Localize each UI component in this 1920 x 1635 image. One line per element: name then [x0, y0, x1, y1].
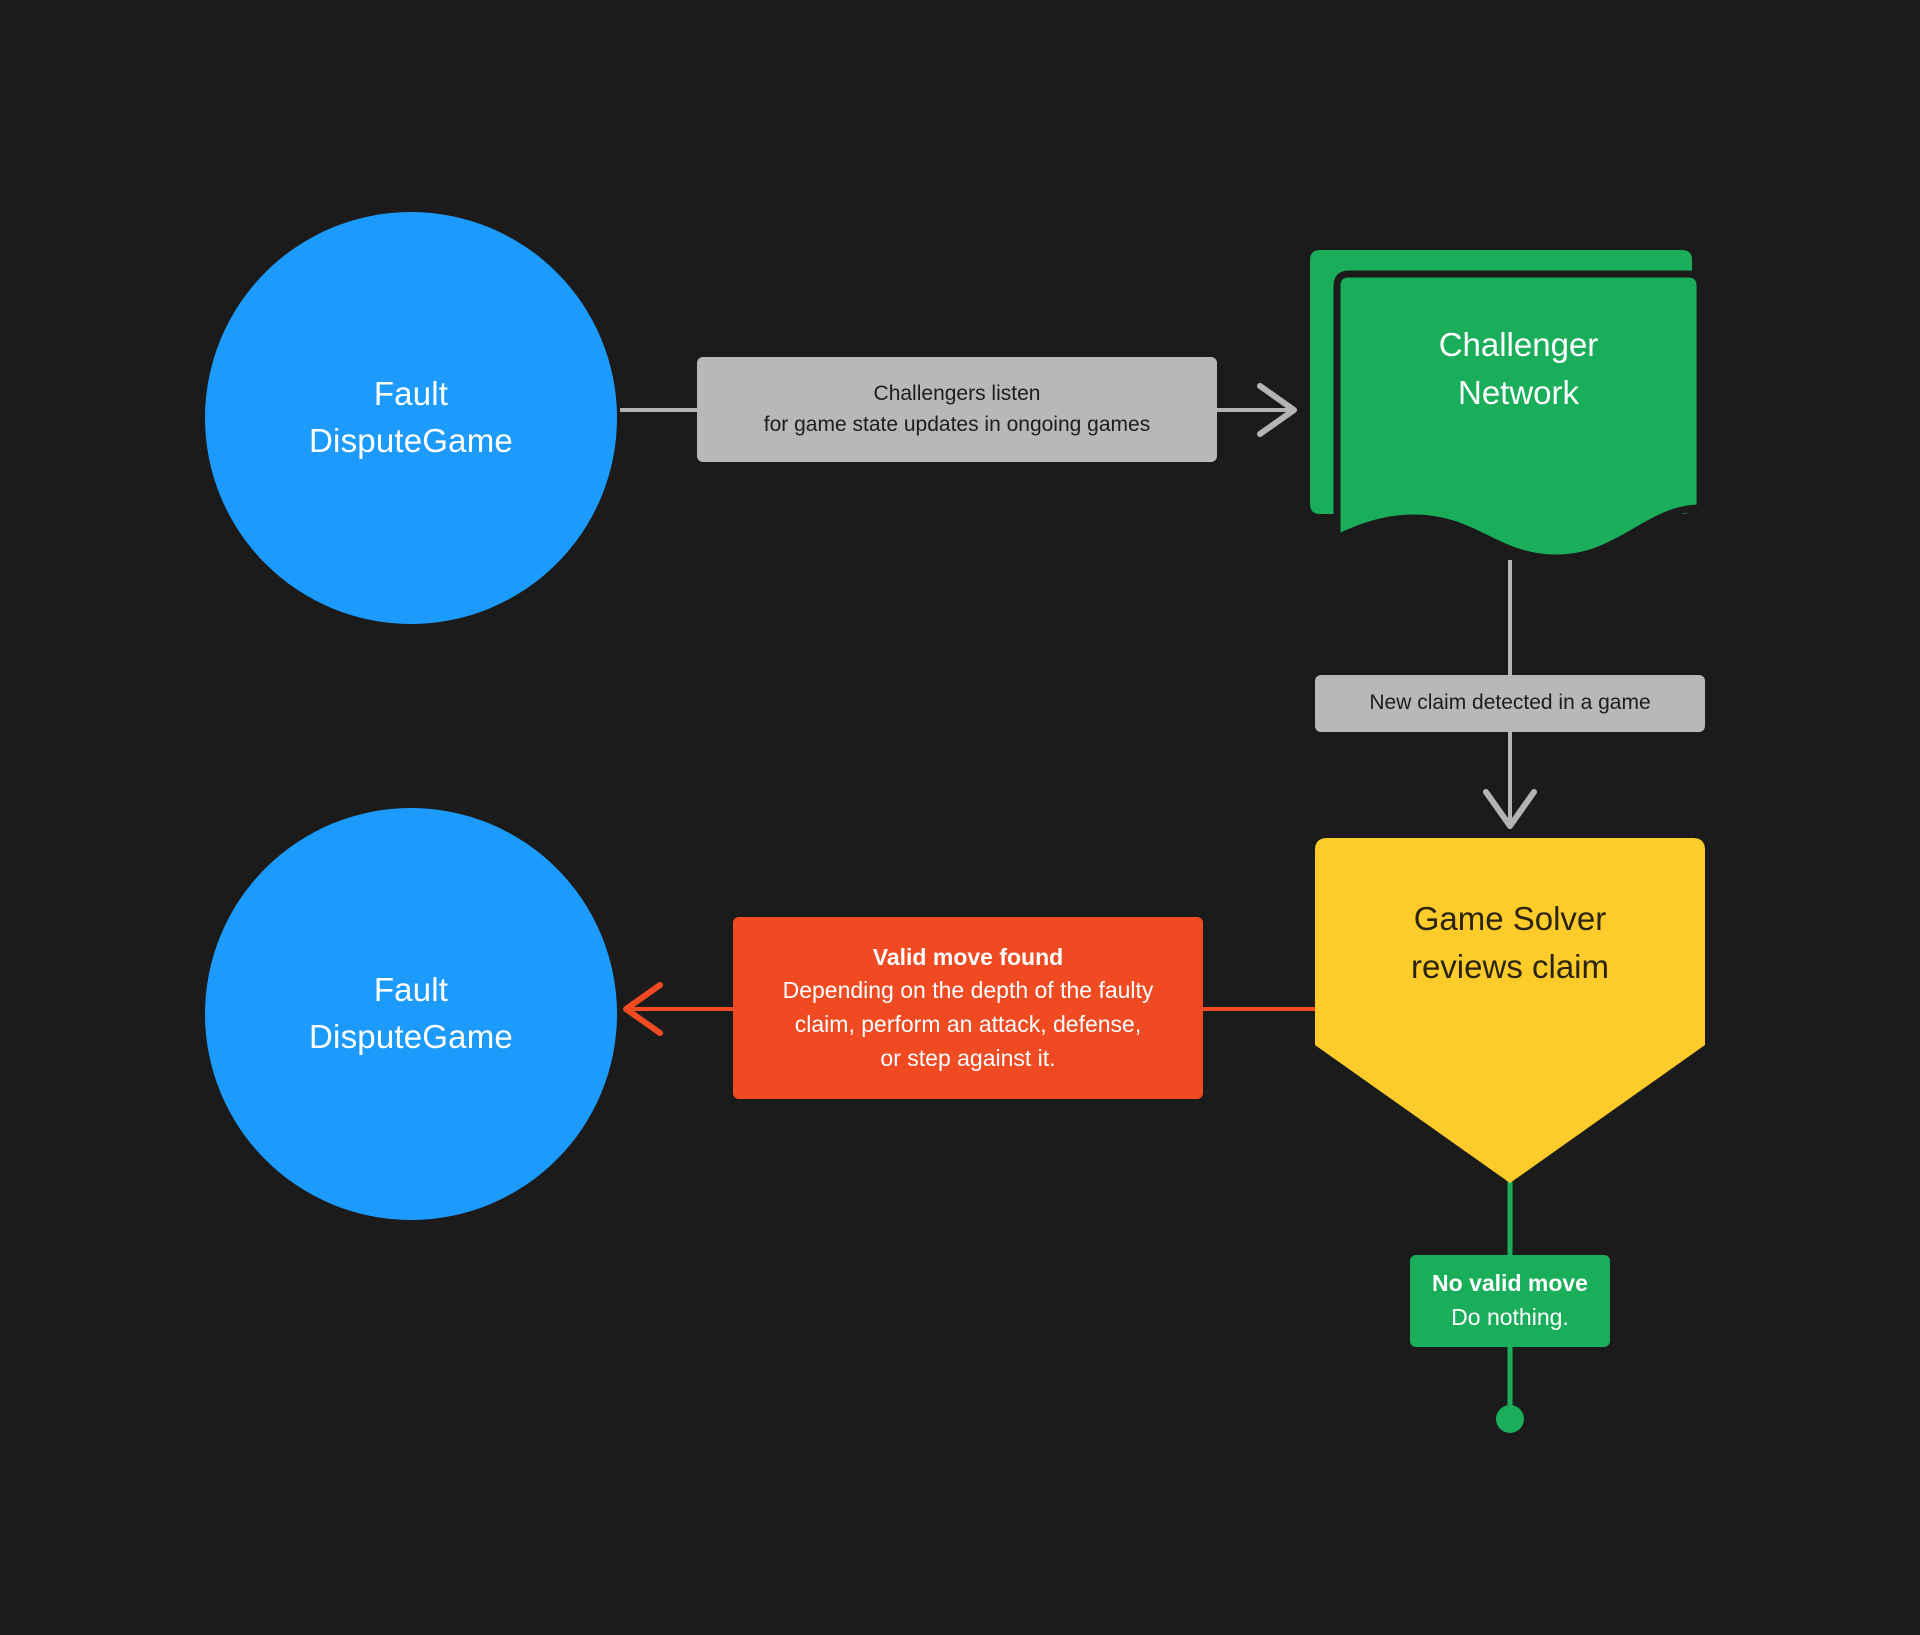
- edge-label-no-valid-move: No valid move Do nothing.: [1410, 1255, 1610, 1347]
- terminator-dot: [1496, 1405, 1524, 1433]
- edge-label-challengers-listen: Challengers listen for game state update…: [697, 357, 1217, 462]
- edge-label-line1: New claim detected in a game: [1369, 691, 1651, 715]
- arrowhead-new-claim: [1483, 789, 1537, 829]
- edge-label-line2: for game state updates in ongoing games: [763, 412, 1151, 436]
- node-label-line1: Fault: [373, 971, 449, 1009]
- node-label-line1: Game Solver: [1413, 900, 1607, 938]
- node-label-line2: reviews claim: [1410, 948, 1610, 985]
- node-label-line2: Network: [1457, 374, 1580, 411]
- node-game-solver[interactable]: Game Solver reviews claim: [1315, 838, 1705, 1183]
- game-solver-label: Game Solver reviews claim: [1315, 838, 1705, 1048]
- game-solver-shape: [1315, 838, 1705, 1183]
- challenger-network-label: Challenger Network: [1337, 274, 1700, 464]
- edge-label-title: No valid move: [1432, 1270, 1588, 1297]
- node-fault-dispute-game-top[interactable]: Fault DisputeGame: [205, 212, 617, 624]
- edge-label-line1: Do nothing.: [1451, 1304, 1569, 1330]
- edge-label-line3: or step against it.: [880, 1044, 1056, 1071]
- edge-label-line2: claim, perform an attack, defense,: [794, 1011, 1142, 1037]
- node-label-line2: DisputeGame: [309, 1018, 513, 1055]
- edge-label-valid-move: Valid move found Depending on the depth …: [733, 917, 1203, 1099]
- node-label-line1: Challenger: [1438, 326, 1599, 364]
- arrowhead-valid-move: [623, 982, 663, 1036]
- edge-label-new-claim: New claim detected in a game: [1315, 675, 1705, 732]
- arrowhead-listen: [1257, 383, 1297, 437]
- node-fault-dispute-game-bottom[interactable]: Fault DisputeGame: [205, 808, 617, 1220]
- node-challenger-network[interactable]: Challenger Network: [1300, 246, 1700, 566]
- edge-label-title: Valid move found: [872, 943, 1064, 970]
- node-label-line1: Fault: [373, 375, 449, 413]
- edge-label-line1: Challengers listen: [873, 382, 1041, 406]
- edge-label-line1: Depending on the depth of the faulty: [782, 977, 1154, 1004]
- challenger-network-front-sheet: [1333, 270, 1700, 562]
- node-label-line2: DisputeGame: [309, 422, 513, 459]
